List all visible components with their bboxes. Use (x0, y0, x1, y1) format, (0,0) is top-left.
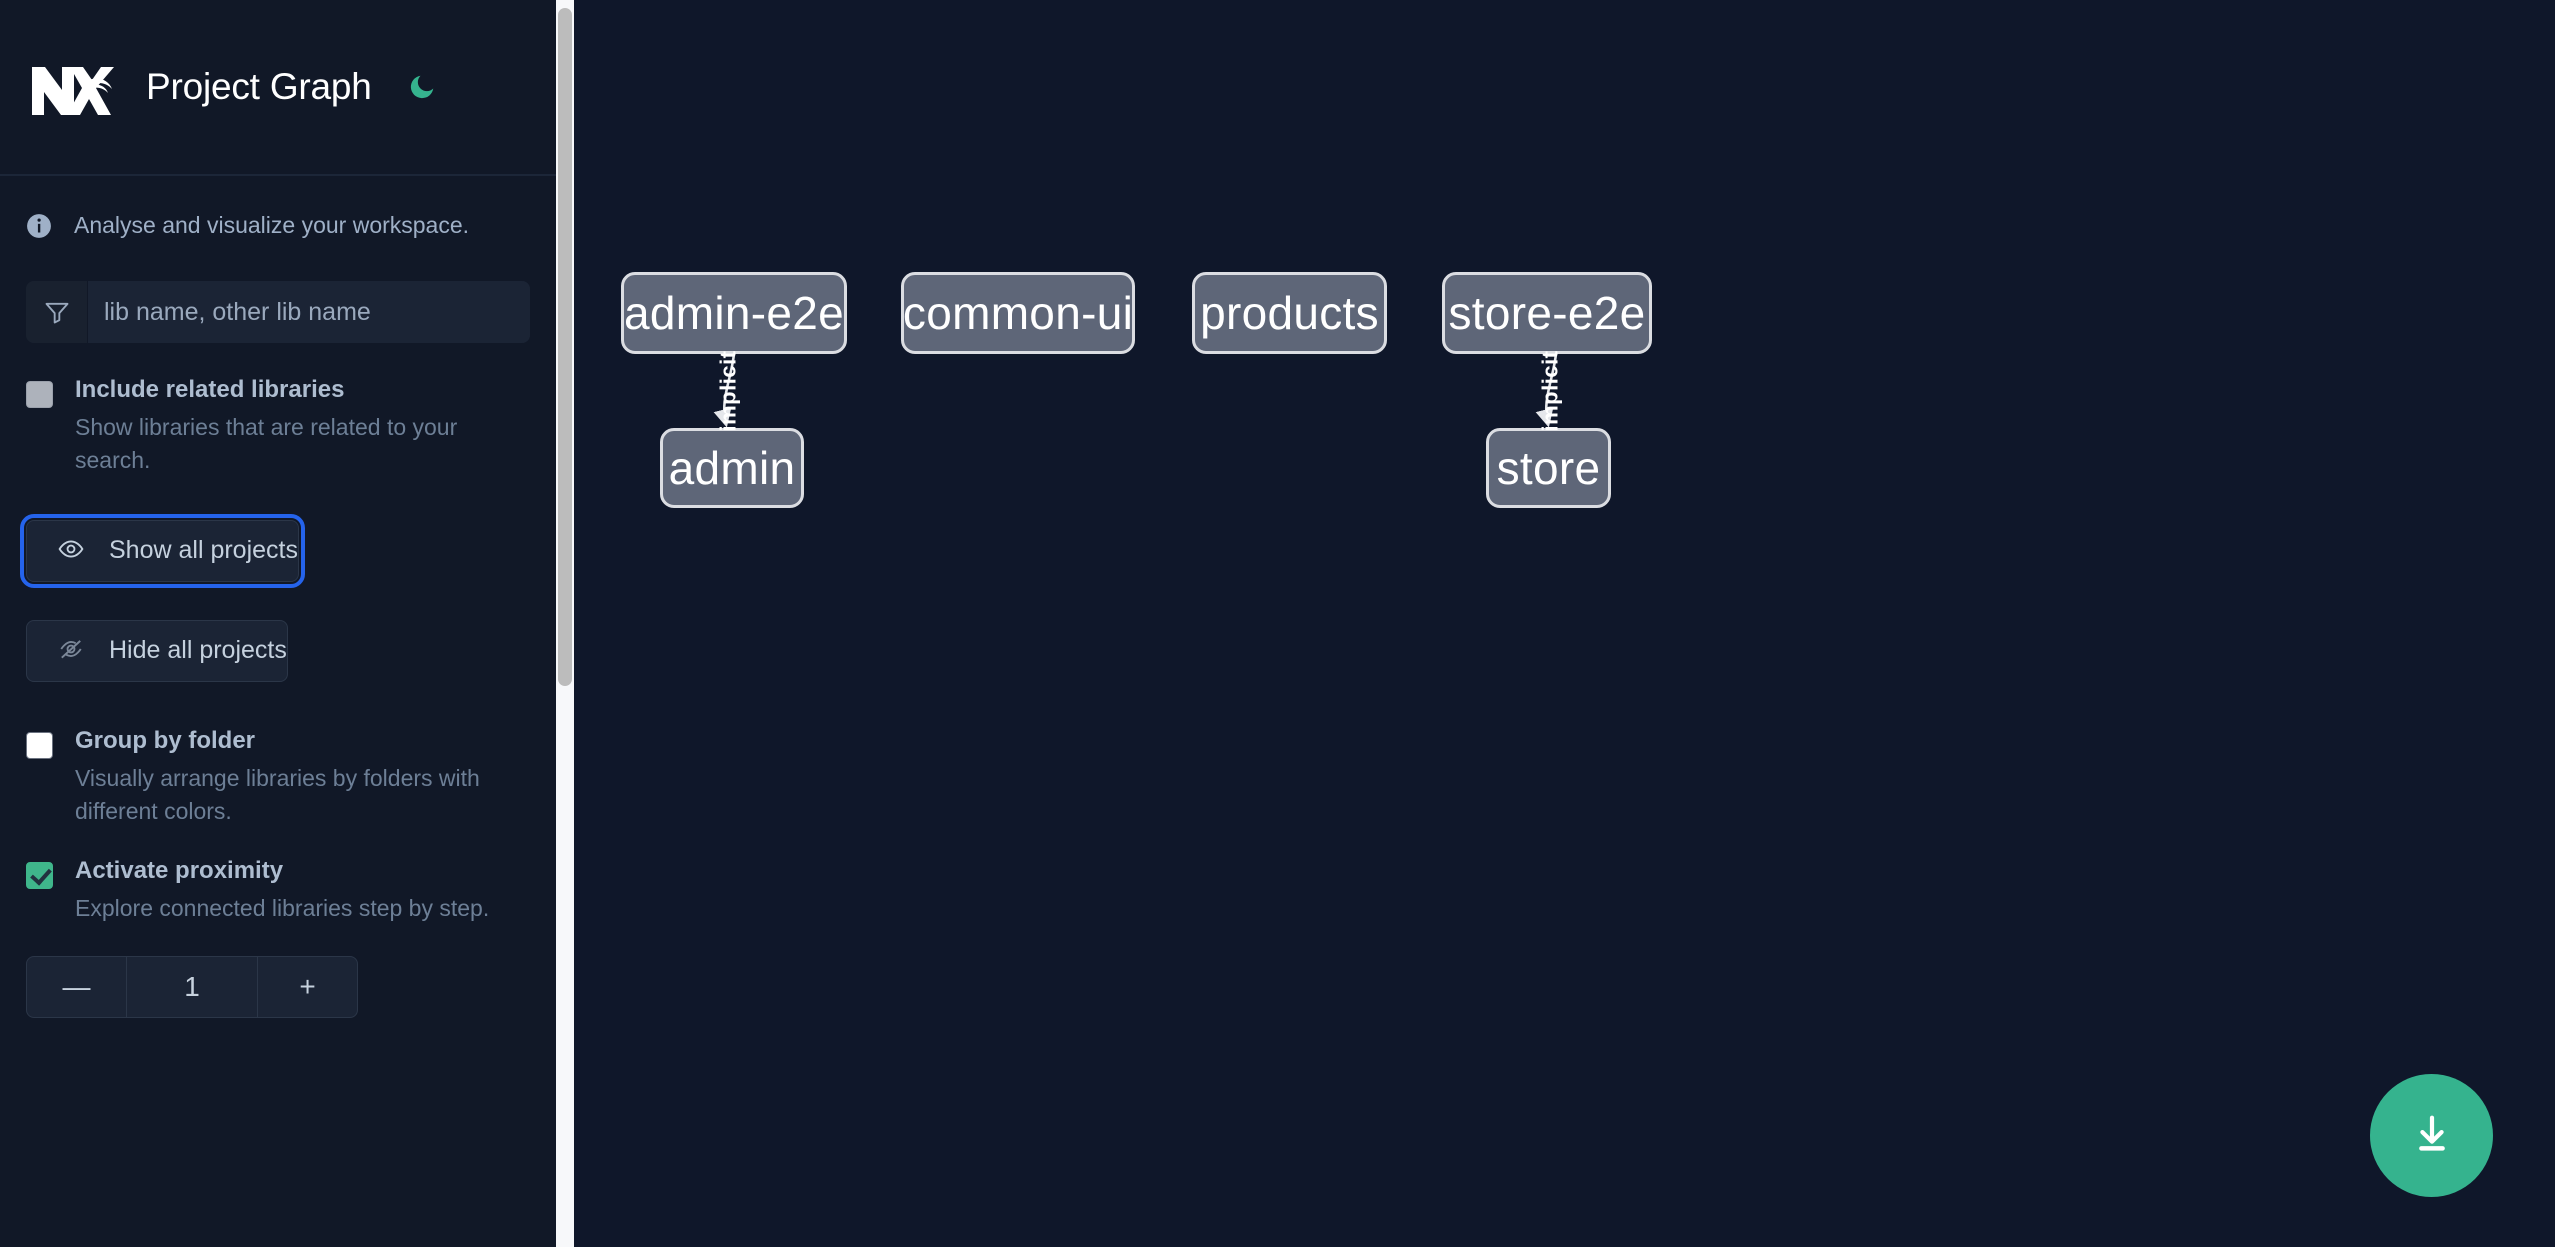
graph-node-admin-e2e[interactable]: admin-e2e (621, 272, 847, 354)
nx-logo-icon (26, 55, 118, 119)
stepper-value[interactable]: 1 (184, 970, 200, 1002)
hide-all-projects-label: Hide all projects (109, 636, 287, 665)
funnel-icon (26, 281, 88, 343)
graph-canvas[interactable]: admin-e2e common-ui products store-e2e a… (556, 0, 2555, 1247)
search-input[interactable] (88, 281, 530, 343)
option-include-related-libraries[interactable]: Include related libraries Show libraries… (0, 375, 556, 478)
eye-icon (53, 536, 89, 566)
graph-node-admin[interactable]: admin (660, 428, 804, 508)
graph-edges (713, 353, 1558, 428)
option-label: Group by folder (75, 726, 255, 754)
option-activate-proximity[interactable]: Activate proximity Explore connected lib… (0, 856, 556, 925)
sidebar: Project Graph Analyse and visualize your… (0, 0, 574, 1247)
graph-edge-label-store-implicit: implicit (1537, 350, 1563, 432)
graph-node-label: admin (668, 442, 796, 494)
option-description: Explore connected libraries step by step… (75, 895, 490, 922)
graph-node-label: store-e2e (1448, 287, 1646, 339)
checkbox-activate-proximity[interactable] (26, 862, 53, 890)
eye-off-icon (53, 636, 89, 666)
hide-all-projects-button[interactable]: Hide all projects (26, 619, 288, 682)
checkbox-include-related-libraries[interactable] (26, 381, 53, 408)
graph-node-store-e2e[interactable]: store-e2e (1442, 272, 1652, 354)
option-group-by-folder[interactable]: Group by folder Visually arrange librari… (0, 726, 556, 829)
sidebar-scroll-area[interactable]: Project Graph Analyse and visualize your… (0, 0, 556, 1247)
proximity-stepper: — 1 + (26, 955, 358, 1018)
workspace-info: Analyse and visualize your workspace. (0, 176, 556, 239)
option-description: Visually arrange libraries by folders wi… (75, 764, 480, 825)
stepper-decrement-button[interactable]: — (27, 956, 127, 1017)
graph-node-label: admin-e2e (623, 287, 845, 339)
show-all-projects-label: Show all projects (109, 536, 298, 565)
moon-icon[interactable] (402, 67, 442, 107)
download-icon (2409, 1111, 2455, 1160)
option-label: Activate proximity (75, 857, 284, 885)
graph-node-label: store (1496, 442, 1601, 494)
graph-node-products[interactable]: products (1192, 272, 1387, 354)
download-graph-button[interactable] (2370, 1074, 2493, 1197)
page-title: Project Graph (146, 66, 372, 107)
graph-node-label: products (1200, 287, 1379, 339)
graph-node-label: common-ui (902, 287, 1134, 339)
workspace-info-text: Analyse and visualize your workspace. (74, 212, 470, 238)
option-description: Show libraries that are related to your … (75, 414, 458, 474)
graph-node-store[interactable]: store (1486, 428, 1611, 508)
sidebar-scrollbar-thumb[interactable] (558, 8, 572, 686)
info-icon (26, 213, 52, 239)
filter-field[interactable] (26, 281, 530, 343)
checkbox-group-by-folder[interactable] (26, 731, 53, 759)
option-label: Include related libraries (75, 376, 345, 403)
sidebar-header: Project Graph (0, 0, 556, 176)
show-all-projects-button[interactable]: Show all projects (20, 513, 305, 588)
stepper-increment-button[interactable]: + (257, 956, 357, 1017)
graph-node-common-ui[interactable]: common-ui (901, 272, 1135, 354)
graph-edge-label-admin-implicit: implicit (715, 350, 741, 432)
